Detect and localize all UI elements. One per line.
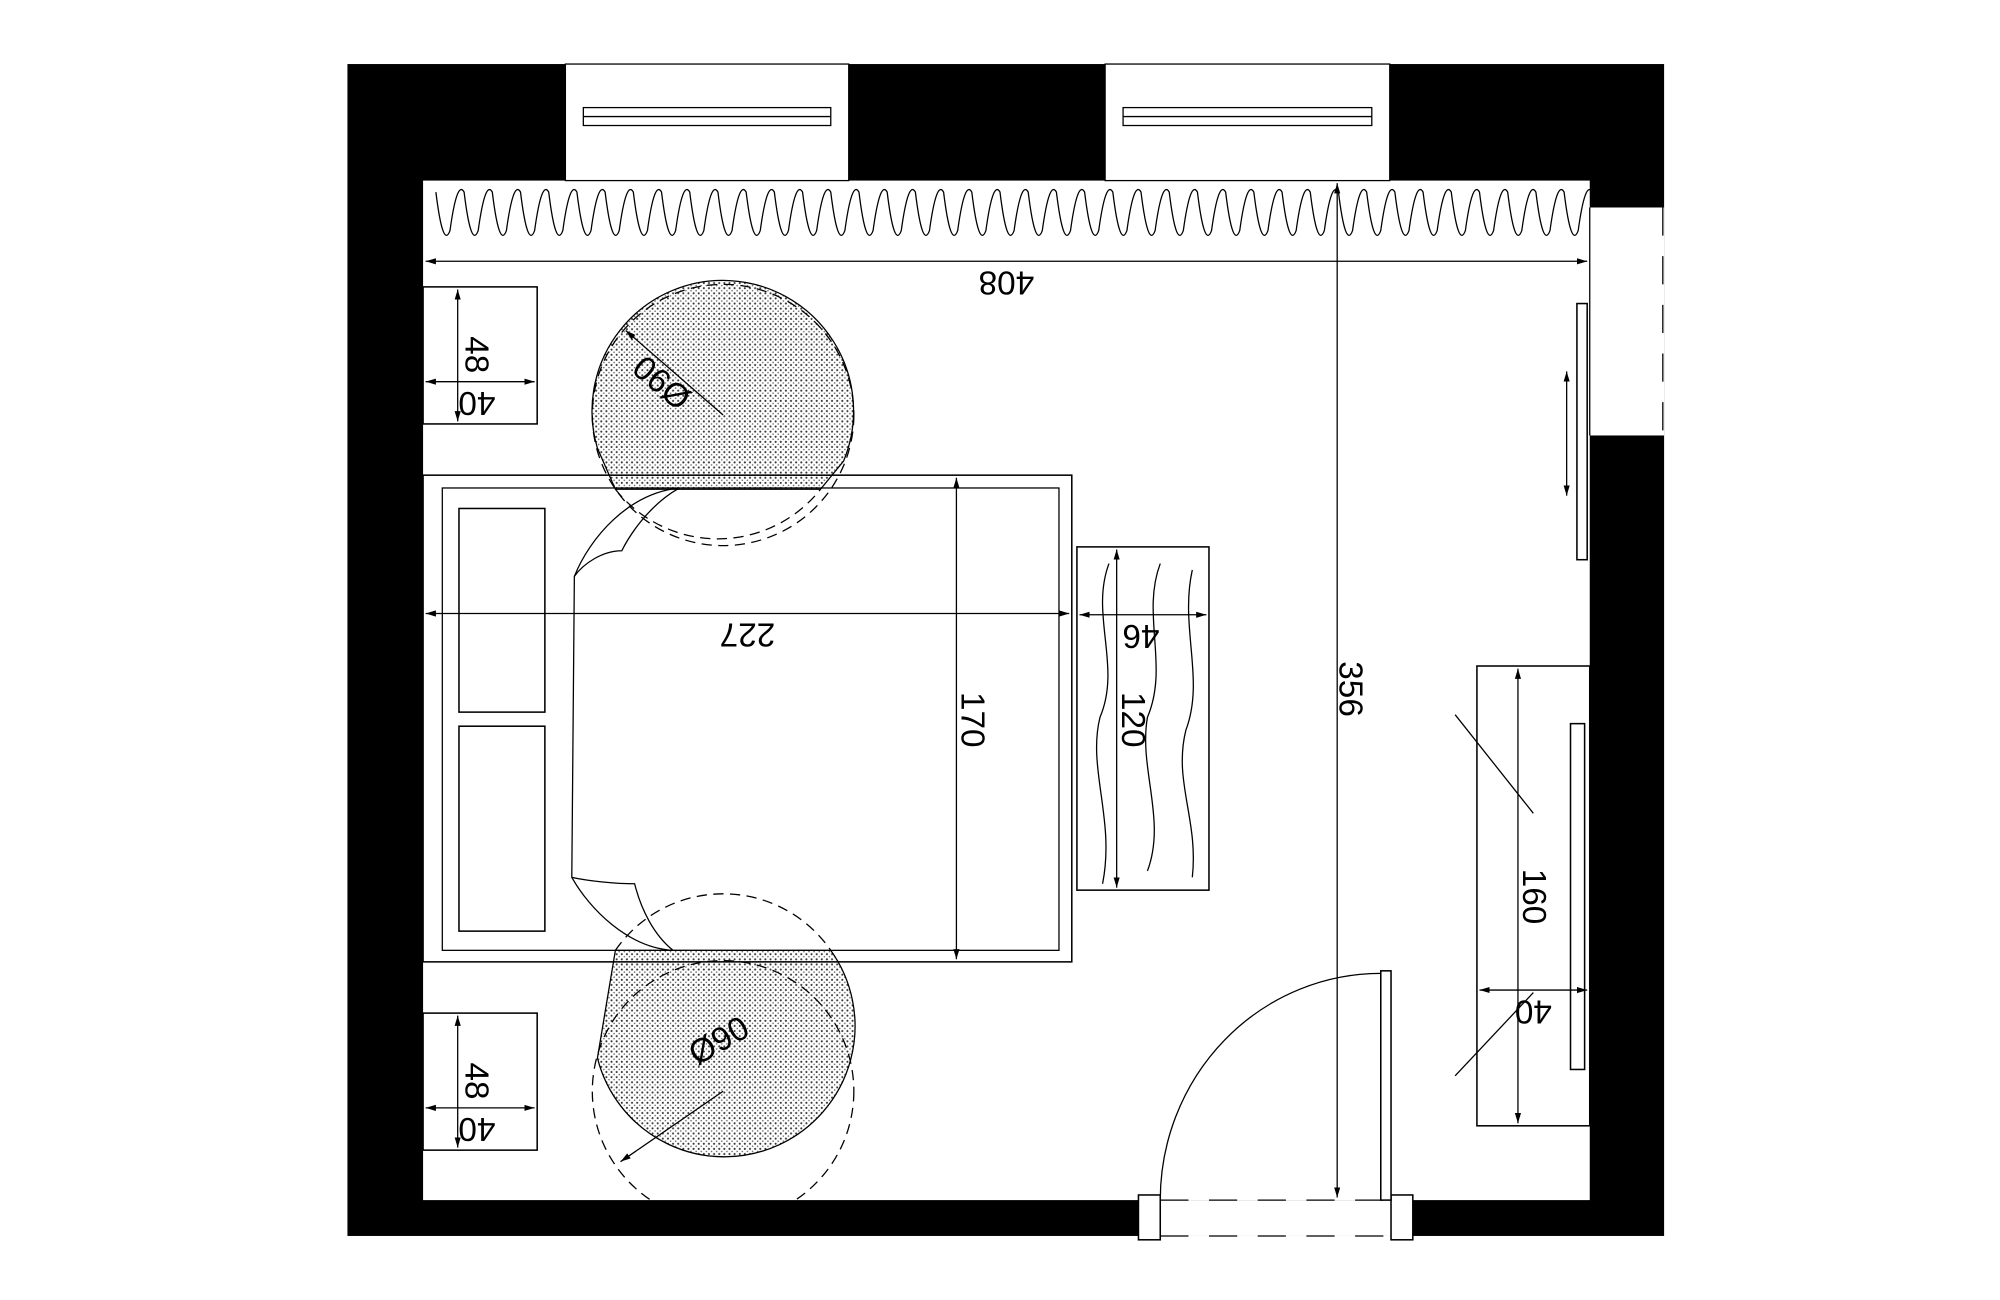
- entry-door[interactable]: [1159, 970, 1392, 1201]
- door-opening: [1143, 1200, 1408, 1236]
- bench-length-label: 120: [1114, 692, 1151, 748]
- rug-top: Ø90: [591, 279, 855, 547]
- wardrobe-length-label: 160: [1515, 869, 1552, 925]
- bench: 46 120: [1076, 546, 1210, 891]
- nightstand-top-depth-label: 48: [457, 336, 494, 373]
- nightstand-top: 48 40: [422, 286, 538, 425]
- nightstand-bottom-depth-label: 48: [457, 1062, 494, 1099]
- bench-depth-label: 46: [1122, 617, 1159, 654]
- bed: 227 170: [422, 474, 1073, 963]
- sliding-panel: [1563, 302, 1588, 561]
- wardrobe: 160 40: [1454, 665, 1591, 1127]
- dimension-room-depth: 356: [1332, 183, 1369, 1198]
- room-depth-label: 356: [1332, 661, 1369, 717]
- pillow-top: [458, 507, 546, 713]
- balcony-opening: [1589, 207, 1665, 436]
- window-right: [1105, 64, 1390, 181]
- wardrobe-depth-label: 40: [1515, 992, 1552, 1029]
- nightstand-bottom-width-label: 40: [458, 1110, 495, 1147]
- bed-length-label: 227: [720, 616, 776, 653]
- rug-bottom: Ø90: [591, 949, 856, 1223]
- dimension-room-width: 408: [425, 258, 1588, 301]
- bed-width-label: 170: [954, 692, 991, 748]
- curtain: [435, 189, 1593, 236]
- tv-panel: [1569, 722, 1586, 1071]
- window-left: [565, 64, 849, 181]
- pillow-bottom: [458, 725, 546, 932]
- blanket: [571, 487, 680, 951]
- room-width-label: 408: [979, 264, 1035, 301]
- nightstand-top-width-label: 40: [458, 384, 495, 421]
- nightstand-bottom: 48 40: [422, 1012, 538, 1151]
